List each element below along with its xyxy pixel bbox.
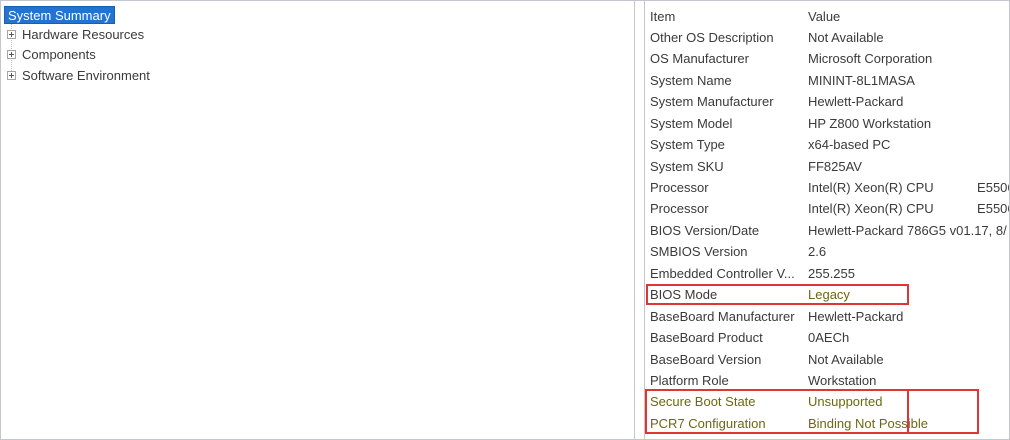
table-row[interactable]: BIOS Mode Legacy <box>650 284 1009 305</box>
value-cell: 2.6 <box>808 244 827 260</box>
value-cell: MININT-8L1MASA <box>808 72 915 88</box>
tree-item-components[interactable]: Components <box>1 45 634 66</box>
value-cell: FF825AV <box>808 158 862 174</box>
table-row[interactable]: System Name MININT-8L1MASA <box>650 70 1009 91</box>
table-row[interactable]: Other OS Description Not Available <box>650 27 1009 48</box>
value-cell: x64-based PC <box>808 137 891 153</box>
item-cell: Platform Role <box>650 372 729 388</box>
table-row[interactable]: System Type x64-based PC <box>650 134 1009 155</box>
table-row[interactable]: Processor Intel(R) Xeon(R) CPU E5506 <box>650 198 1009 219</box>
value-cell: Hewlett-Packard <box>808 94 904 110</box>
details-pane: Item Value Other OS Description Not Avai… <box>644 1 1009 439</box>
table-row[interactable]: System Manufacturer Hewlett-Packard <box>650 91 1009 112</box>
item-cell: Secure Boot State <box>650 394 756 410</box>
item-cell: OS Manufacturer <box>650 51 749 67</box>
table-row[interactable]: Secure Boot State Unsupported <box>650 391 1009 412</box>
table-row[interactable]: Embedded Controller V... 255.255 <box>650 263 1009 284</box>
tree-item-software-environment[interactable]: Software Environment <box>1 65 634 86</box>
tree-item-label: Components <box>22 47 96 63</box>
value-cell: Hewlett-Packard <box>808 308 904 324</box>
tree-item-label: Software Environment <box>22 67 150 83</box>
expand-plus-icon[interactable] <box>7 29 16 39</box>
value-cell: Workstation <box>808 372 877 388</box>
value-cell: Microsoft Corporation <box>808 51 933 67</box>
item-cell: System Manufacturer <box>650 94 774 110</box>
expand-plus-icon[interactable] <box>7 50 16 60</box>
column-header-row: Item Value <box>650 6 1009 27</box>
value-cell: Intel(R) Xeon(R) CPU E5506 <box>808 180 1009 195</box>
table-row[interactable]: Platform Role Workstation <box>650 370 1009 391</box>
item-cell: BIOS Version/Date <box>650 222 760 238</box>
item-cell: Processor <box>650 180 709 195</box>
value-cell: Binding Not Possible <box>808 415 928 431</box>
item-cell: BaseBoard Product <box>650 330 763 346</box>
navigation-tree-pane: System Summary Hardware Resources Compon… <box>1 1 635 439</box>
table-row[interactable]: OS Manufacturer Microsoft Corporation <box>650 48 1009 69</box>
tree-item-hardware-resources[interactable]: Hardware Resources <box>1 24 634 45</box>
column-header-value[interactable]: Value <box>808 8 841 24</box>
value-cell: 255.255 <box>808 265 855 281</box>
table-row[interactable]: System Model HP Z800 Workstation <box>650 113 1009 134</box>
item-cell: System Model <box>650 115 733 131</box>
value-cell: HP Z800 Workstation <box>808 115 932 131</box>
value-cell: Unsupported <box>808 394 883 410</box>
value-cell: Not Available <box>808 29 884 45</box>
column-header-item[interactable]: Item <box>650 8 676 24</box>
item-cell: System Name <box>650 72 732 88</box>
value-cell: Legacy <box>808 287 850 303</box>
table-row[interactable]: System SKU FF825AV <box>650 156 1009 177</box>
table-row[interactable]: Processor Intel(R) Xeon(R) CPU E5506 <box>650 177 1009 198</box>
table-row[interactable]: BaseBoard Version Not Available <box>650 349 1009 370</box>
table-row[interactable]: PCR7 Configuration Binding Not Possible <box>650 413 1009 434</box>
item-cell: Other OS Description <box>650 29 774 45</box>
item-cell: BaseBoard Manufacturer <box>650 308 795 324</box>
item-cell: SMBIOS Version <box>650 244 748 260</box>
value-cell: Intel(R) Xeon(R) CPU E5506 <box>808 201 1009 217</box>
item-cell: PCR7 Configuration <box>650 415 766 431</box>
table-row[interactable]: BIOS Version/Date Hewlett-Packard 786G5 … <box>650 220 1009 241</box>
value-cell: Not Available <box>808 351 884 367</box>
value-cell: Hewlett-Packard 786G5 v01.17, 8/ <box>808 222 1007 238</box>
item-cell: Embedded Controller V... <box>650 265 795 281</box>
table-row[interactable]: SMBIOS Version 2.6 <box>650 241 1009 262</box>
item-cell: Processor <box>650 201 709 217</box>
details-rows: Other OS Description Not Available OS Ma… <box>650 27 1009 434</box>
item-cell: BaseBoard Version <box>650 351 762 367</box>
value-cell: 0AECh <box>808 330 850 346</box>
item-cell: System SKU <box>650 158 724 174</box>
navigation-tree: System Summary Hardware Resources Compon… <box>1 5 634 86</box>
table-row[interactable]: BaseBoard Manufacturer Hewlett-Packard <box>650 306 1009 327</box>
item-cell: System Type <box>650 137 725 153</box>
tree-item-label: Hardware Resources <box>22 26 145 42</box>
item-cell: BIOS Mode <box>650 287 718 303</box>
tree-item-system-summary[interactable]: System Summary <box>1 5 634 24</box>
pane-splitter[interactable] <box>635 1 644 439</box>
expand-plus-icon[interactable] <box>7 70 16 80</box>
table-row[interactable]: BaseBoard Product 0AECh <box>650 327 1009 348</box>
tree-item-label: System Summary <box>4 5 115 24</box>
